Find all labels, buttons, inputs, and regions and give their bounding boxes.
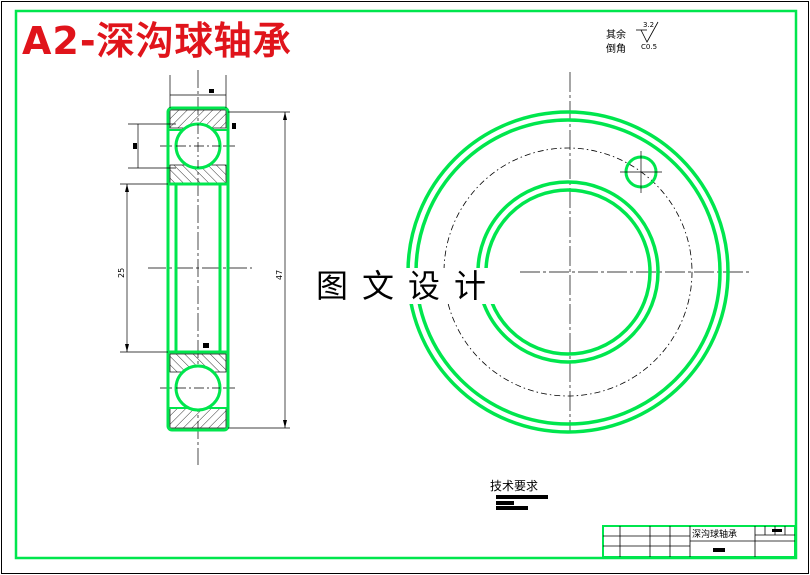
- bore-dimension: 25: [117, 268, 126, 278]
- pitch-circle: [443, 147, 693, 397]
- tech-req-lines: [496, 495, 548, 510]
- outer-dimension: 47: [275, 270, 284, 280]
- drawing-title: A2-深沟球轴承: [22, 19, 292, 63]
- remaining-note: 其余: [606, 30, 626, 41]
- chamfer-note: 倒角: [606, 44, 626, 55]
- front-view: [406, 72, 752, 434]
- watermark-text: 图文设计: [314, 267, 501, 305]
- technical-requirements-heading: 技术要求: [490, 479, 539, 493]
- bearing-section-outline: [166, 106, 230, 432]
- drawing-frame: [14, 9, 798, 560]
- chamfer-value: C0.5: [641, 43, 658, 51]
- roughness-value: 3.2: [643, 21, 655, 29]
- roughness-symbol-icon: [636, 21, 659, 43]
- title-block: [602, 525, 796, 558]
- title-block-part-name: 深沟球轴承: [692, 530, 738, 540]
- section-view: [120, 70, 290, 465]
